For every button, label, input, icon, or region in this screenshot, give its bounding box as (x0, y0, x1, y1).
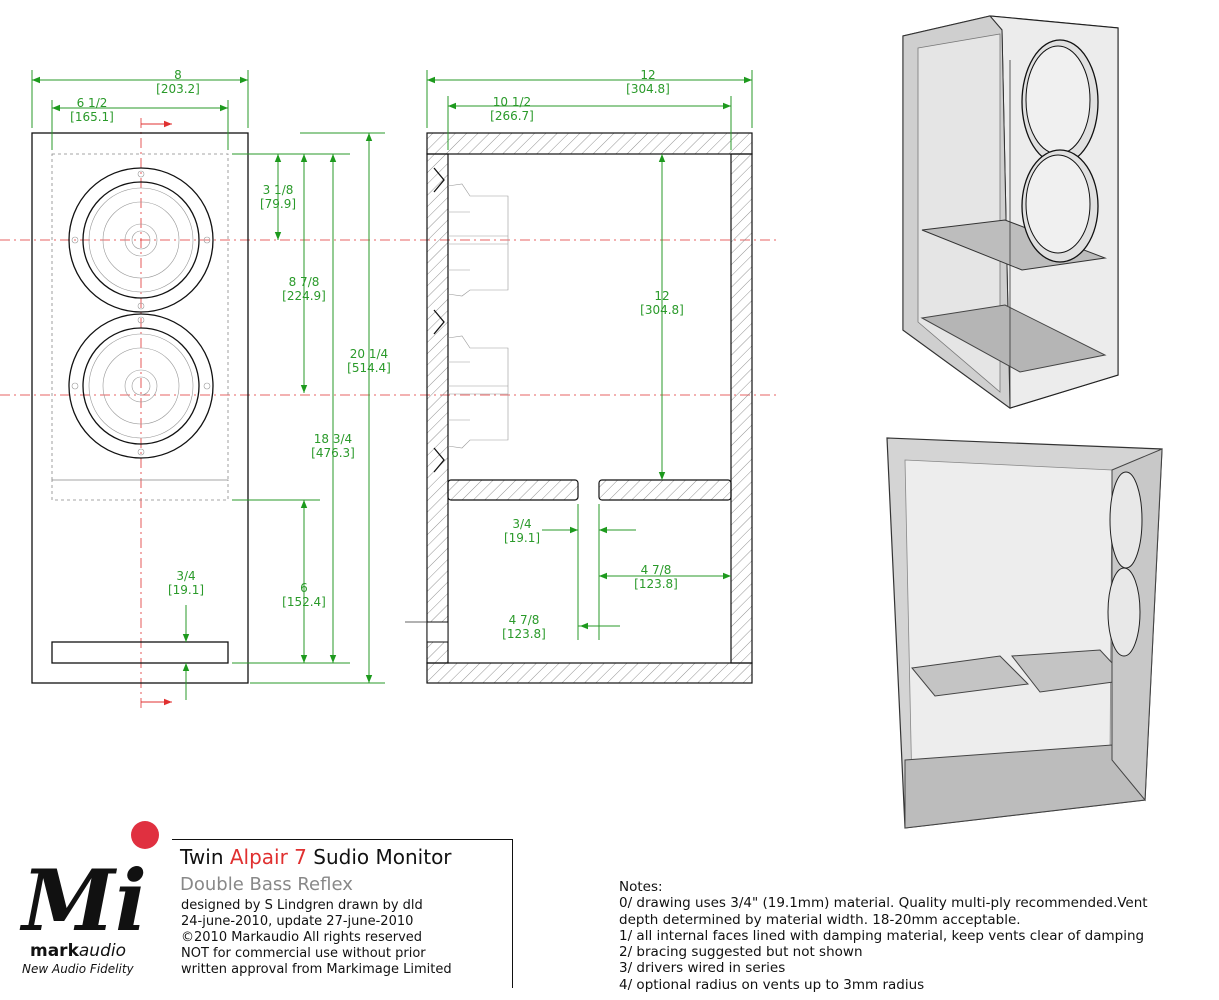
note-line: 2/ bracing suggested but not shown (619, 944, 863, 961)
front-vent-mm: [19.1] (168, 583, 204, 597)
credit-line: ©2010 Markaudio All rights reserved (181, 930, 423, 945)
inner-height-mm: [476.3] (311, 446, 355, 460)
top-to-driver1-mm: [79.9] (260, 197, 296, 211)
notes-heading: Notes: (619, 879, 663, 895)
note-line: 0/ drawing uses 3/4" (19.1mm) material. … (619, 895, 1148, 912)
front-width-mm: [203.2] (156, 82, 200, 96)
driver-2 (68, 313, 214, 459)
driver-1 (68, 167, 214, 313)
drawing-subtitle: Double Bass Reflex (180, 874, 353, 895)
title-prefix: Twin (180, 845, 230, 869)
credit-line: 24-june-2010, update 27-june-2010 (181, 914, 414, 929)
credit-line: NOT for commercial use without prior (181, 946, 426, 961)
note-line: 1/ all internal faces lined with damping… (619, 927, 1145, 944)
front-view: 8 [203.2] 6 1/2 [165.1] 3/4 [19.1] (0, 68, 780, 708)
front-vent-in: 3/4 (176, 569, 195, 583)
side-inner-depth-in: 10 1/2 (493, 95, 531, 109)
section-view: 12 [304.8] 10 1/2 [266.7] 12 [304.8] 3/4… (405, 68, 753, 684)
note-line: depth determined by material width. 18-2… (619, 911, 1021, 928)
isometric-view-rear (886, 437, 1163, 829)
shelf-gap-in: 3/4 (512, 517, 531, 531)
brand-tagline: New Audio Fidelity (22, 962, 134, 976)
upper-chamber-in: 12 (654, 289, 669, 303)
title-block (172, 839, 513, 988)
shelf-depth-right-in: 4 7/8 (641, 563, 672, 577)
shelf-gap-mm: [19.1] (504, 531, 540, 545)
front-inner-width-mm: [165.1] (70, 110, 114, 124)
bottom-panel (426, 662, 753, 684)
top-to-driver1-in: 3 1/8 (263, 183, 294, 197)
driver-1-profile (433, 167, 509, 297)
shelf-right (598, 479, 732, 501)
front-baffle-outline (31, 132, 249, 684)
total-height-in: 20 1/4 (350, 347, 388, 361)
front-width-in: 8 (174, 68, 182, 82)
isometric-view-front (902, 15, 1119, 409)
markaudio-logo: Mi (19, 821, 159, 950)
inner-height-in: 18 3/4 (314, 432, 352, 446)
front-vent-slot (51, 641, 229, 664)
vent-chamber-mm: [152.4] (282, 595, 326, 609)
side-depth-mm: [304.8] (626, 82, 670, 96)
notes-block: Notes: 0/ drawing uses 3/4" (19.1mm) mat… (619, 879, 1148, 993)
front-inner-width-in: 6 1/2 (77, 96, 108, 110)
front-vent-opening (426, 621, 449, 643)
total-height-mm: [514.4] (347, 361, 391, 375)
driver-spacing-in: 8 7/8 (289, 275, 320, 289)
brand-bold: mark (30, 941, 79, 961)
driver-2-profile (433, 309, 509, 473)
driver-spacing-mm: [224.9] (282, 289, 326, 303)
logo-dot (131, 821, 159, 849)
shelf-depth-left-mm: [123.8] (502, 627, 546, 641)
shelf-left (447, 479, 579, 501)
credit-line: written approval from Markimage Limited (181, 962, 452, 977)
front-panel (426, 153, 449, 664)
credit-line: designed by S Lindgren drawn by dld (181, 898, 423, 913)
title-accent: Alpair 7 (229, 845, 307, 869)
brand-italic: audio (78, 941, 126, 961)
back-panel (730, 153, 753, 664)
logo-glyph: Mi (19, 851, 147, 950)
side-inner-depth-mm: [266.7] (490, 109, 534, 123)
side-depth-in: 12 (640, 68, 655, 82)
top-panel (426, 132, 753, 155)
vent-chamber-in: 6 (300, 581, 308, 595)
credits-block: designed by S Lindgren drawn by dld 24-j… (181, 898, 452, 978)
title-suffix: Sudio Monitor (306, 845, 452, 869)
note-line: 3/ drivers wired in series (619, 960, 786, 977)
note-line: 4/ optional radius on vents up to 3mm ra… (619, 976, 925, 993)
drawing-title: Twin Alpair 7 Sudio Monitor (180, 845, 452, 869)
brand-name: markaudio (30, 941, 126, 961)
upper-chamber-outline (51, 153, 229, 481)
shelf-depth-right-mm: [123.8] (634, 577, 678, 591)
upper-chamber-mm: [304.8] (640, 303, 684, 317)
shelf-outline (51, 479, 229, 501)
vertical-dimensions: 3 1/8 [79.9] 8 7/8 [224.9] 6 [152.4] 18 … (232, 132, 391, 684)
shelf-depth-left-in: 4 7/8 (509, 613, 540, 627)
